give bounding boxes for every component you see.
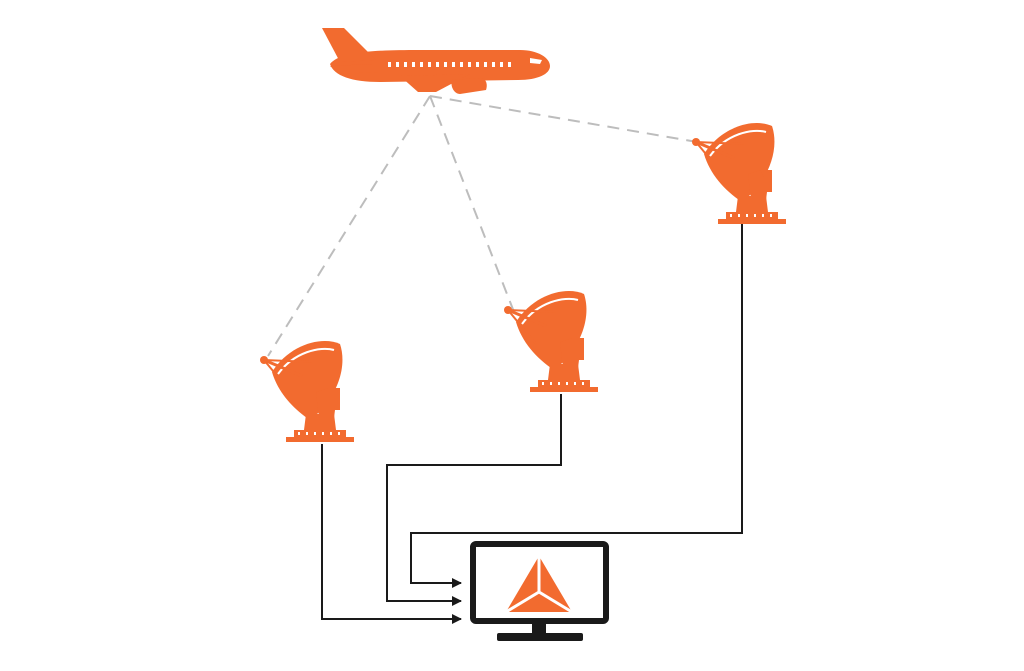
signal-line-left: [267, 95, 431, 357]
airplane-icon: [322, 28, 550, 94]
satellite-dish-icon-right: [690, 121, 788, 226]
signal-links: [267, 95, 704, 357]
signal-line-middle: [429, 95, 515, 313]
wire-right: [410, 224, 743, 588]
wire-middle: [386, 394, 562, 606]
monitor-icon: [470, 541, 609, 641]
triangle-logo-icon: [505, 556, 573, 614]
signal-line-right: [429, 95, 704, 144]
satellite-dish-icon-middle: [502, 289, 600, 394]
wired-links: [321, 224, 743, 624]
wire-left: [321, 444, 462, 624]
airplane-windows: [388, 62, 511, 67]
satellite-dish-icon-left: [258, 339, 356, 444]
